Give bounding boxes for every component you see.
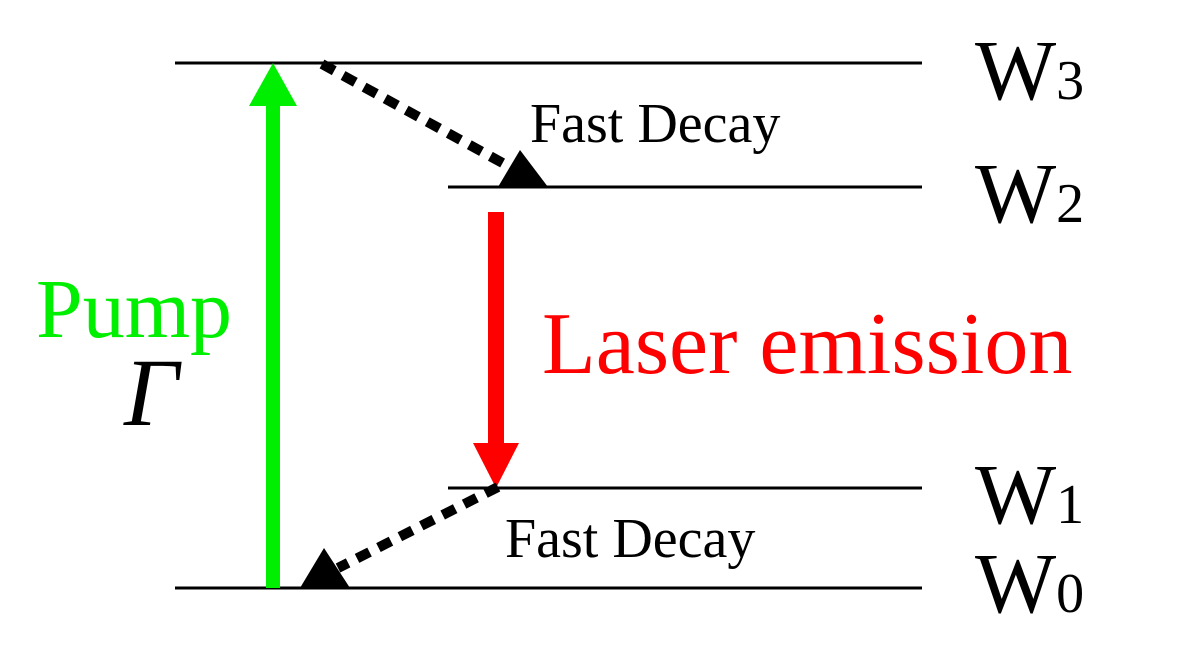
level-label-w0-sub: 0 (1056, 563, 1084, 625)
level-label-w2: W2 (975, 145, 1084, 241)
laser-emission-label: Laser emission (542, 296, 1072, 393)
fast-decay-lower-label: Fast Decay (505, 508, 755, 570)
level-label-w3: W3 (975, 22, 1084, 118)
level-label-w1: W1 (975, 446, 1084, 542)
pump-rate-symbol: Γ (123, 339, 182, 446)
fast-decay-upper-label: Fast Decay (530, 93, 780, 155)
fast-decay-lower-dashes (335, 482, 501, 573)
fast-decay-lower-arrowhead (300, 548, 350, 588)
pump-arrow-head (249, 63, 297, 106)
pump-arrow (249, 63, 297, 588)
laser-emission-arrow (473, 212, 519, 488)
fast-decay-upper-dashes (319, 59, 511, 171)
level-label-w0: W0 (975, 535, 1084, 631)
pump-label: Pump (36, 263, 232, 356)
level-label-w1-base: W (975, 446, 1056, 542)
laser-arrow-head (473, 443, 519, 488)
level-label-w1-sub: 1 (1056, 474, 1084, 536)
fast-decay-lower-arrow (300, 482, 501, 588)
fast-decay-upper-arrow (319, 59, 548, 187)
level-label-w0-base: W (975, 535, 1056, 631)
fast-decay-upper-arrowhead (498, 150, 548, 187)
level-label-w2-sub: 2 (1056, 173, 1084, 235)
level-label-w3-base: W (975, 22, 1056, 118)
level-label-w3-sub: 3 (1056, 50, 1084, 112)
level-label-w2-base: W (975, 145, 1056, 241)
